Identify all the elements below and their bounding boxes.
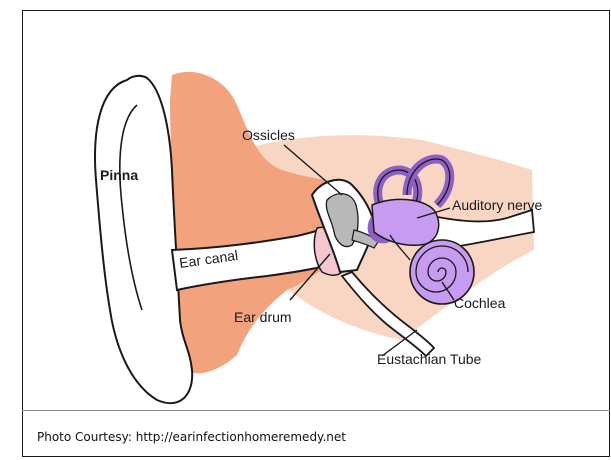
- label-cochlea: Cochlea: [454, 295, 506, 311]
- label-eustachian-tube: Eustachian Tube: [377, 351, 482, 367]
- ear-anatomy-diagram: Pinna Ossicles Auditory nerve Ear canal …: [22, 10, 610, 410]
- label-auditory-nerve: Auditory nerve: [452, 197, 542, 213]
- label-ossicles: Ossicles: [242, 127, 295, 143]
- caption-divider: [22, 410, 610, 411]
- label-pinna: Pinna: [100, 167, 138, 183]
- photo-caption: Photo Courtesy: http://earinfectionhomer…: [37, 430, 346, 444]
- label-ear-drum: Ear drum: [234, 309, 292, 325]
